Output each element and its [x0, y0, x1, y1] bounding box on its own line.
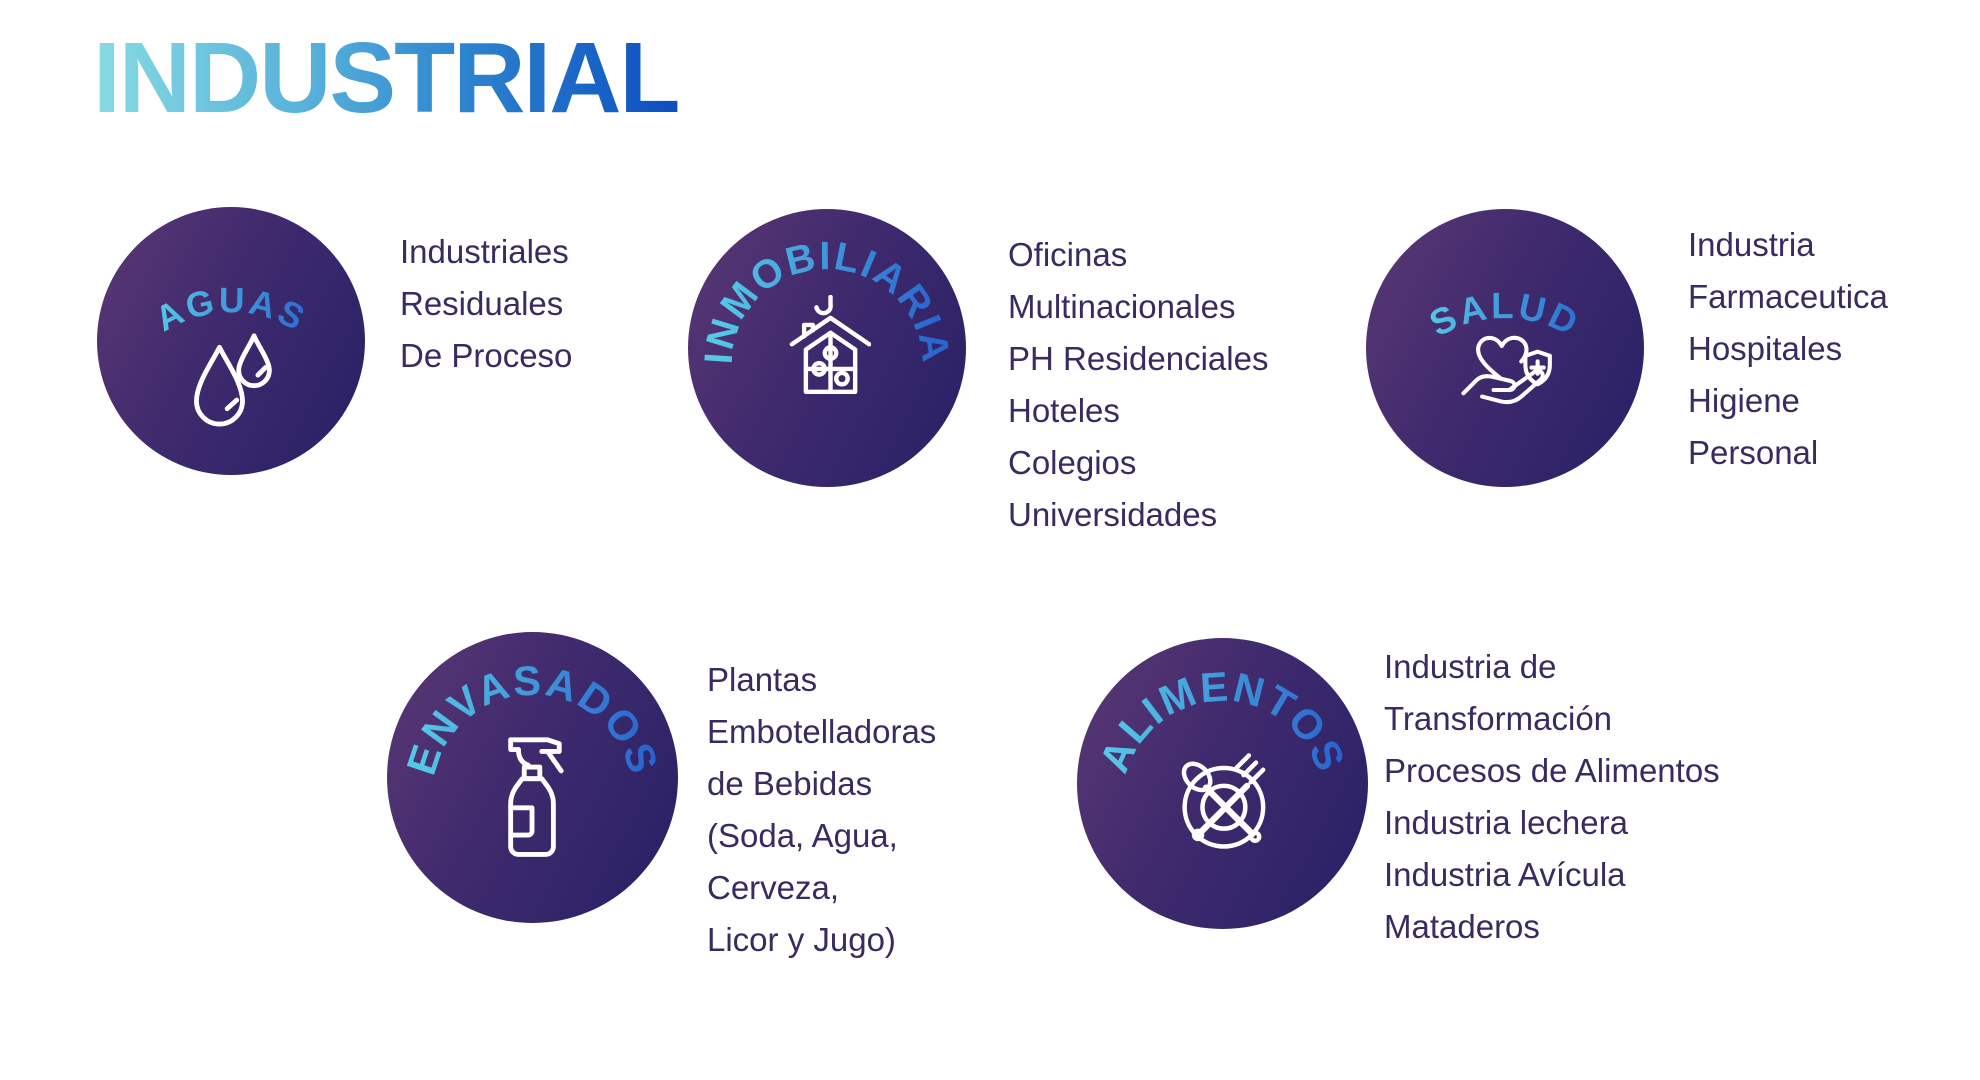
category-item: Plantas: [707, 661, 818, 698]
category-circle-envasados: ENVASADOS: [387, 632, 678, 923]
category-item: Farmaceutica: [1688, 278, 1888, 315]
hand-heart-shield-icon: [1452, 315, 1558, 413]
category-item: Residuales: [400, 285, 564, 322]
category-item: Hoteles: [1008, 392, 1120, 429]
category-arc-alimentos: ALIMENTOS: [1090, 662, 1355, 779]
category-label-salud: SALUD: [1423, 285, 1584, 344]
category-label-aguas: AGUAS: [149, 280, 311, 339]
category-item: Embotelladoras: [707, 713, 937, 750]
svg-text:INMOBILIARIA: INMOBILIARIA: [697, 234, 959, 366]
utensils-plate-icon: [1165, 743, 1281, 859]
category-item: PH Residenciales: [1008, 340, 1269, 377]
page-title: INDUSTRIAL: [93, 22, 681, 134]
category-item: Cerveza,: [707, 869, 840, 906]
category-item: Industria Avícula: [1384, 856, 1626, 893]
category-arc-envasados: ENVASADOS: [397, 657, 668, 781]
svg-text:AGUAS: AGUAS: [149, 280, 313, 339]
spray-bottle-icon: [499, 734, 567, 860]
category-item: Mataderos: [1384, 908, 1540, 945]
category-circle-alimentos: ALIMENTOS: [1077, 638, 1368, 929]
svg-text:ALIMENTOS: ALIMENTOS: [1090, 662, 1355, 779]
category-item: Licor y Jugo): [707, 921, 896, 958]
category-arc-aguas: AGUAS: [149, 280, 313, 339]
category-item: Personal: [1688, 434, 1819, 471]
category-label-inmobiliaria: INMOBILIARIA: [697, 234, 957, 366]
category-item: Industria lechera: [1384, 804, 1628, 841]
category-arc-salud: SALUD: [1423, 285, 1587, 344]
category-item: Industria de: [1384, 648, 1557, 685]
house-puzzle-icon: [783, 295, 871, 409]
water-drops-icon: [183, 330, 279, 436]
category-item: Multinacionales: [1008, 288, 1236, 325]
category-label-alimentos: ALIMENTOS: [1090, 662, 1353, 779]
category-item: Universidades: [1008, 496, 1218, 533]
category-item: (Soda, Agua,: [707, 817, 898, 854]
category-item: Hospitales: [1688, 330, 1843, 367]
category-item: Oficinas: [1008, 236, 1128, 273]
category-circle-salud: SALUD: [1366, 209, 1644, 487]
svg-text:ENVASADOS: ENVASADOS: [397, 657, 668, 781]
category-item: De Proceso: [400, 337, 573, 374]
svg-text:SALUD: SALUD: [1423, 285, 1587, 344]
category-item: de Bebidas: [707, 765, 873, 802]
category-arc-inmobiliaria: INMOBILIARIA: [697, 234, 959, 366]
category-item: Transformación: [1384, 700, 1613, 737]
category-item: Industria: [1688, 226, 1815, 263]
category-item: Industriales: [400, 233, 569, 270]
category-item: Procesos de Alimentos: [1384, 752, 1720, 789]
category-item: Colegios: [1008, 444, 1137, 481]
category-circle-inmobiliaria: INMOBILIARIA: [688, 209, 966, 487]
category-item: Higiene: [1688, 382, 1800, 419]
category-label-envasados: ENVASADOS: [397, 657, 666, 781]
category-circle-aguas: AGUAS: [97, 207, 365, 475]
